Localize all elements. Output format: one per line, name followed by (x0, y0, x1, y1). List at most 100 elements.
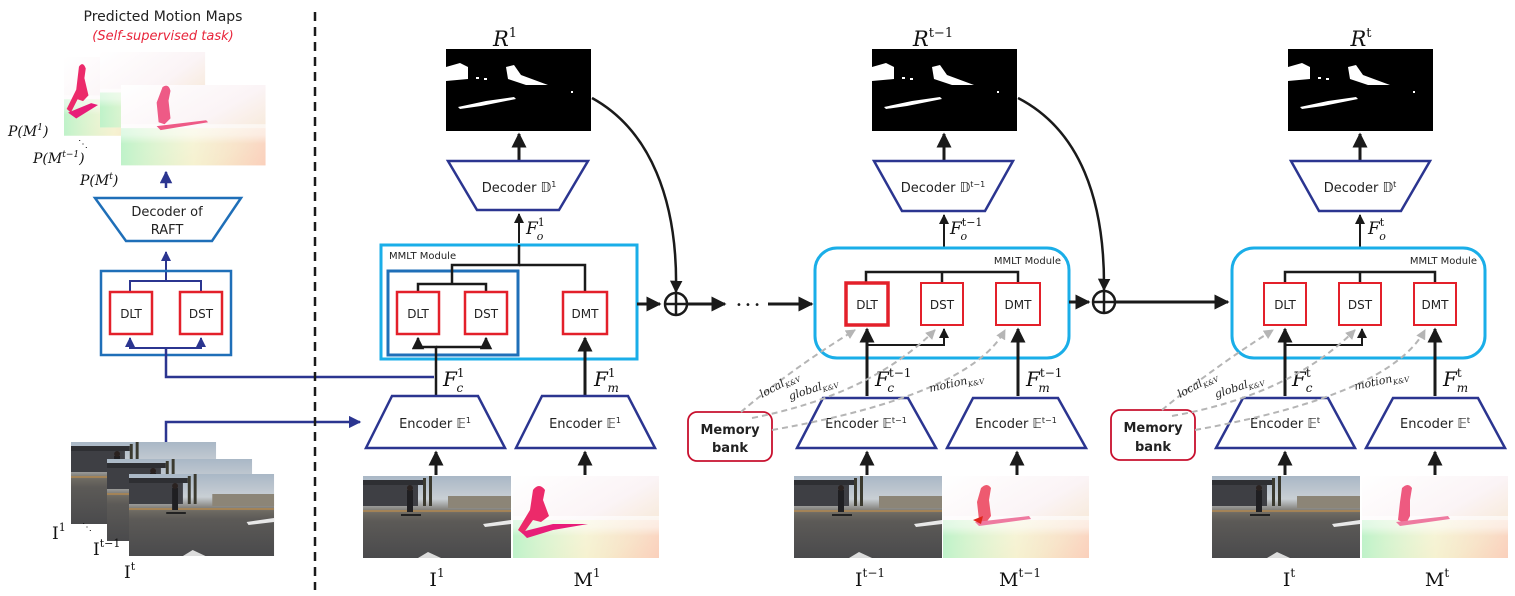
result-mask-t-minus-1 (872, 49, 1017, 131)
memory-bank-t-label-1: Memory (1123, 421, 1183, 436)
motion-kv-label-t: motionK&V (1353, 369, 1411, 395)
raft-decoder-label-1: Decoder of (131, 205, 203, 220)
frames-to-encoder-line (164, 415, 362, 448)
mmlt-module-t-label: MMLT Module (1410, 256, 1477, 267)
local-kv-edge-t-minus-1 (740, 329, 856, 413)
dlt-t-label: DLT (1274, 298, 1296, 312)
encoder-c-t-label: Encoder 𝔼t (1250, 416, 1320, 432)
motion-label-m-t: Mt (1425, 566, 1449, 591)
frame-label-t: It (124, 560, 136, 583)
dst-block-1: DST (463, 290, 509, 336)
input-frame-t (129, 474, 275, 556)
encoder-m-t-minus-1-label: Encoder 𝔼t−1 (975, 416, 1057, 432)
fc1-to-dst (436, 336, 493, 350)
result-mask-1 (446, 49, 591, 131)
dst-t-label: DST (1348, 298, 1373, 312)
dmt-block-t: DMT (1413, 282, 1457, 326)
left-panel: Predicted Motion Maps (Self-supervised t… (7, 9, 434, 583)
decoder-t-minus-1-label: Decoder 𝔻t−1 (901, 180, 985, 196)
dlt-1-label: DLT (407, 307, 429, 321)
motion-kv-edge-t-minus-1 (771, 329, 1006, 431)
raft-split-left (125, 337, 167, 349)
result-label-1: R1 (492, 26, 517, 51)
encoder-m-t-minus-1: Encoder 𝔼t−1 (944, 396, 1089, 450)
raft-dst-block: DST (178, 290, 224, 336)
encoder-c-1-label: Encoder 𝔼1 (399, 416, 471, 432)
motion-label-m1: M1 (573, 566, 600, 591)
motion-kv-edge-t (1194, 329, 1426, 431)
dlt-block-1: DLT (395, 290, 441, 336)
raft-decoder-label-2: RAFT (151, 223, 184, 238)
motion-label-t: P(Mt) (79, 172, 118, 189)
motion-label-t-minus-1: P(Mt−1) (32, 150, 85, 167)
mmlt-module-t (1230, 246, 1487, 360)
result-mask-t (1288, 49, 1433, 131)
dlt-t-minus-1-label: DLT (856, 298, 878, 312)
dmt-t-label: DMT (1422, 298, 1450, 312)
result-label-t: Rt (1349, 26, 1372, 51)
mmlt-1-merge-a (450, 245, 521, 271)
oplus-1 (663, 291, 689, 317)
local-kv-edge-t (1161, 329, 1274, 411)
predicted-motion-map-3 (121, 85, 266, 166)
mmlt-module-1 (379, 243, 639, 361)
predicted-motion-title: Predicted Motion Maps (84, 9, 243, 25)
encoder-m-t: Encoder 𝔼t (1363, 396, 1508, 450)
decoder-1: Decoder 𝔻1 (445, 159, 591, 212)
decoder-1-label: Decoder 𝔻1 (482, 180, 557, 196)
mmlt-module-t-minus-1-label: MMLT Module (994, 256, 1061, 267)
frame-label-1: I1 (52, 521, 66, 544)
dst-t-minus-1-label: DST (930, 298, 955, 312)
dlt-block-t: DLT (1263, 282, 1307, 326)
input-image-t-minus-1 (794, 476, 942, 558)
global-kv-edge-t-minus-1 (751, 329, 936, 419)
decoder-t-label: Decoder 𝔻t (1324, 180, 1397, 196)
encoder-m-1-label: Encoder 𝔼1 (549, 416, 621, 432)
predicted-motion-map-1 (64, 57, 164, 136)
r-t-minus-1-feedback-curve (1017, 96, 1111, 292)
encoder-c-t-minus-1: Encoder 𝔼t−1 (794, 396, 939, 450)
raft-decoder: Decoder of RAFT (92, 196, 244, 243)
raft-split-right (166, 337, 206, 349)
dmt-block-t-minus-1: DMT (995, 282, 1041, 326)
input-image-t (1212, 476, 1360, 558)
motion-label-1: P(M1) (7, 123, 48, 140)
mmlt-module-1-label: MMLT Module (389, 251, 456, 262)
decoder-t-minus-1: Decoder 𝔻t−1 (871, 159, 1016, 213)
memory-bank-t-minus-1: Memory bank (687, 411, 773, 462)
motion-map-t (1362, 476, 1508, 558)
motion-ellipsis: ⋱ (78, 139, 88, 150)
decoder-t: Decoder 𝔻t (1288, 159, 1433, 213)
raft-merge-line (129, 280, 202, 292)
dlt-block-t-minus-1: DLT (844, 281, 890, 327)
image-label-t-minus-1: It−1 (855, 566, 885, 591)
raft-dlt-block: DLT (108, 290, 154, 336)
motion-label-m-t-minus-1: Mt−1 (999, 566, 1041, 591)
dmt-t-minus-1-label: DMT (1005, 298, 1033, 312)
input-image-1 (363, 476, 511, 558)
encoder-m-t-label: Encoder 𝔼t (1400, 416, 1470, 432)
encoder-c-t: Encoder 𝔼t (1213, 396, 1358, 450)
dst-1-label: DST (474, 307, 499, 321)
result-label-t-minus-1: Rt−1 (912, 26, 953, 51)
encoder-c-t-minus-1-label: Encoder 𝔼t−1 (825, 416, 907, 432)
dmt-1-label: DMT (572, 307, 600, 321)
motion-map-t-minus-1 (943, 476, 1089, 558)
global-kv-edge-t (1171, 329, 1356, 417)
encoder-m-1: Encoder 𝔼1 (513, 394, 658, 450)
fc-t-minus-1-to-dst (867, 328, 949, 346)
memory-bank-t-label-2: bank (1135, 440, 1171, 455)
